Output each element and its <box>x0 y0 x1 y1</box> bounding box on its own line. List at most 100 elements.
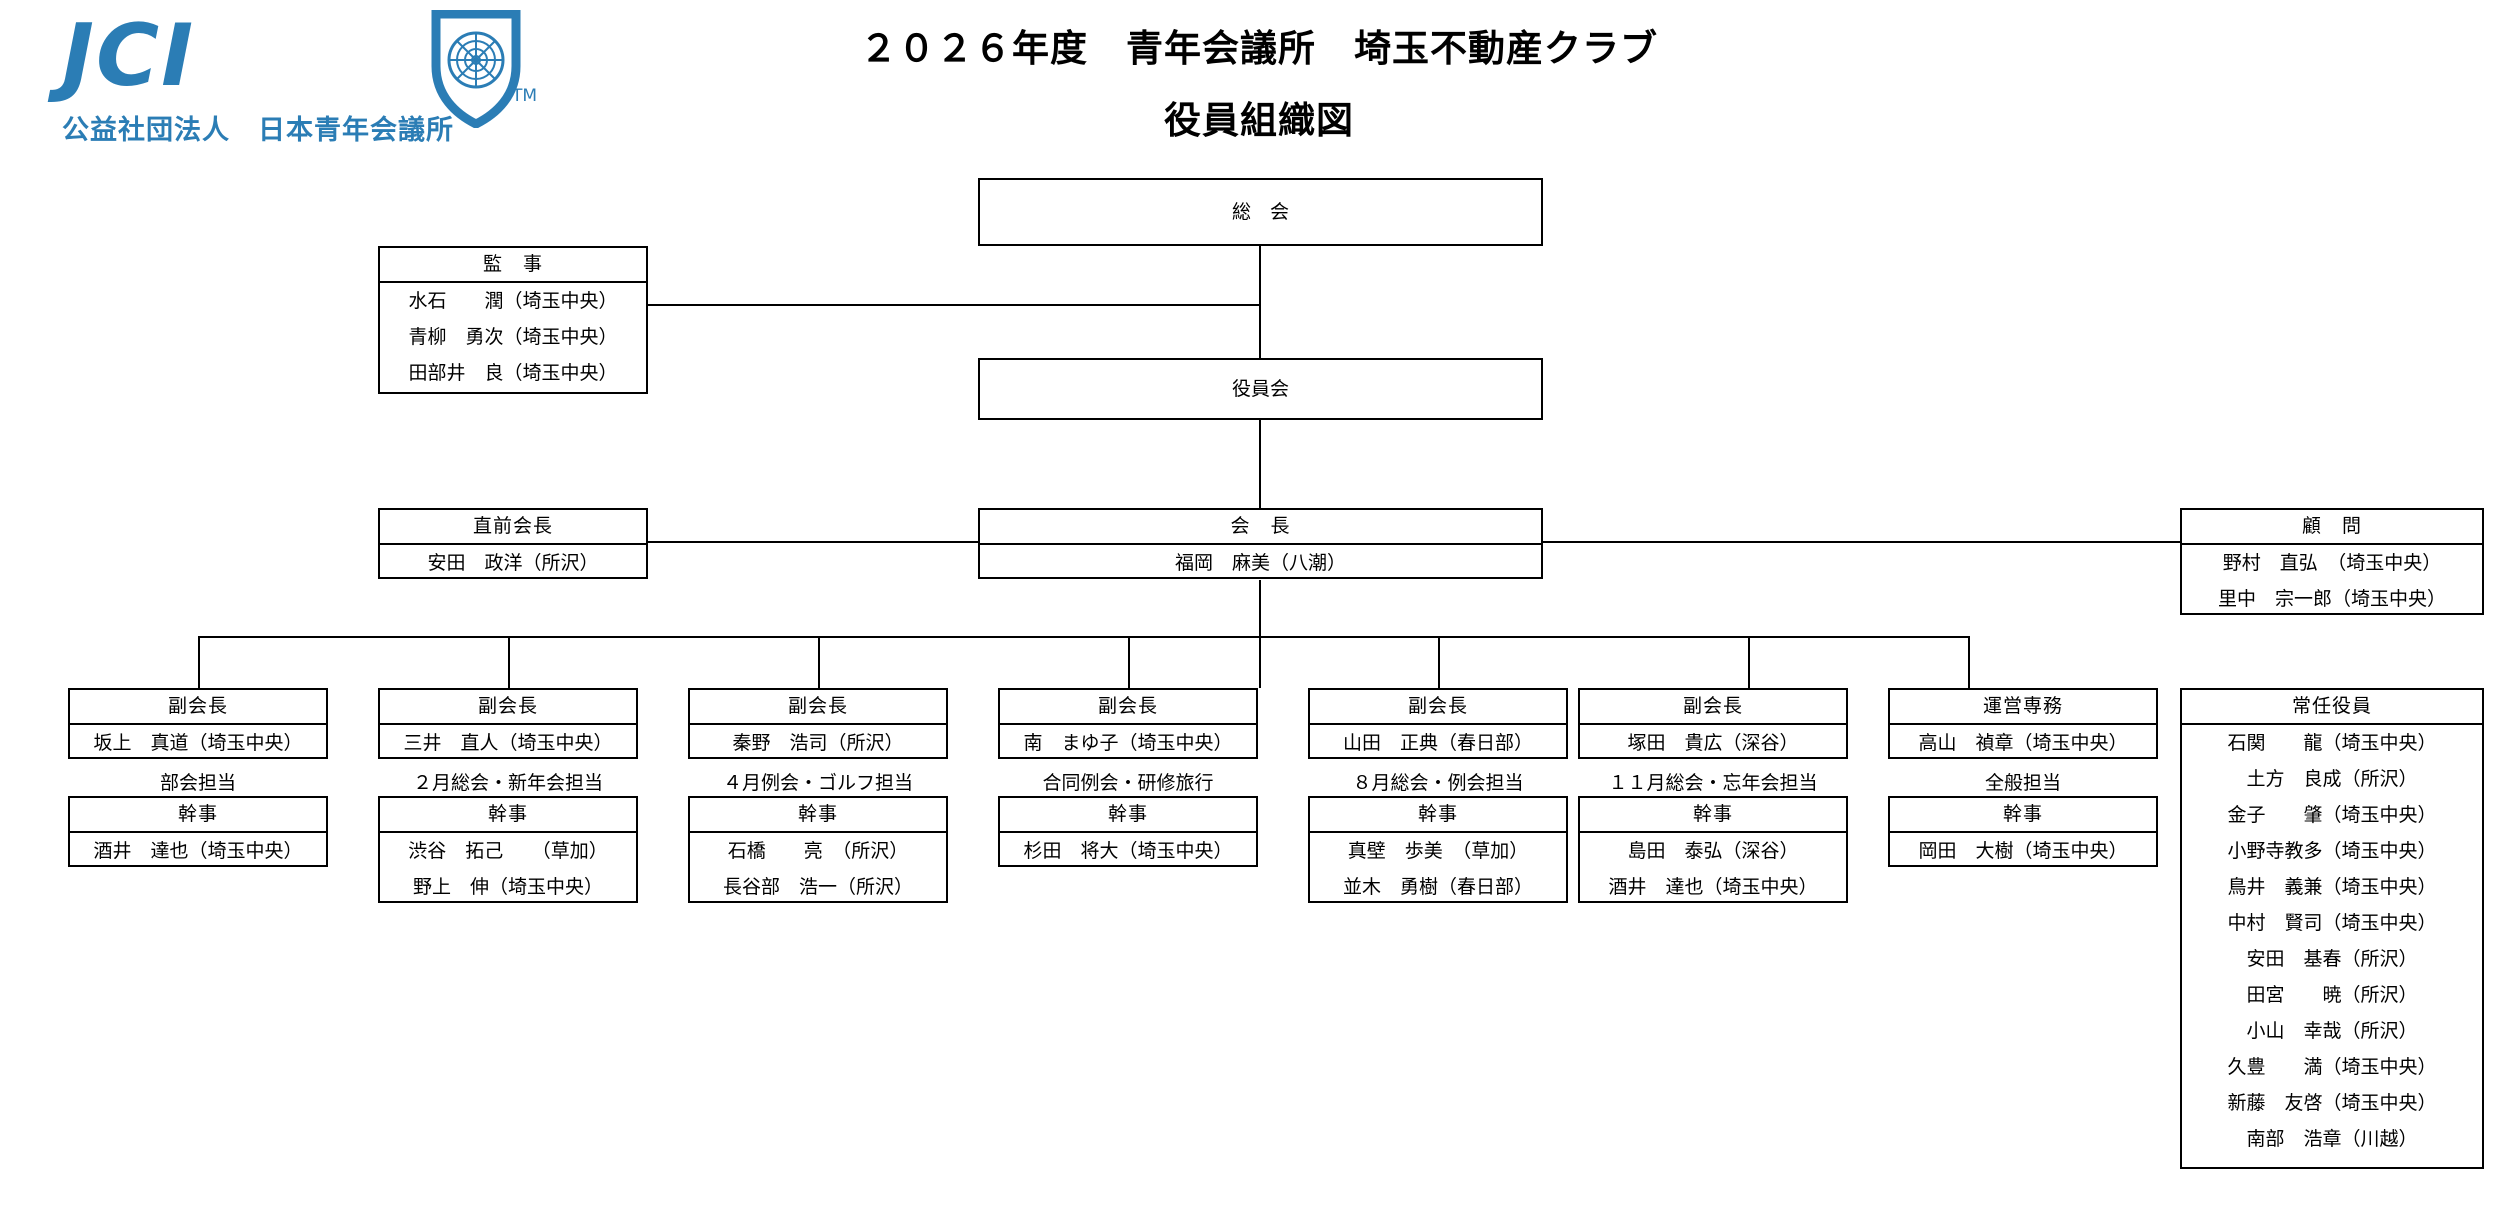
node-vice-president-1[interactable]: 副会長 坂上 真道（埼玉中央） <box>68 688 328 759</box>
page-title-line1: ２０２６年度 青年会議所 埼玉不動産クラブ <box>860 27 1658 70</box>
secretary-3-member: 長谷部 浩一（所沢） <box>722 876 913 898</box>
secretary-1-member: 酒井 達也（埼玉中央） <box>93 840 303 862</box>
secretary-7-header: 幹事 <box>1890 798 2156 833</box>
standing-officer-row: 土方 良成（所沢） <box>2246 768 2418 790</box>
connector-past-president-to-president <box>648 541 983 543</box>
node-auditors[interactable]: 監 事 水石 潤（埼玉中央） 青柳 勇次（埼玉中央） 田部井 良（埼玉中央） <box>378 246 648 394</box>
connector-drop-col-3 <box>818 636 820 688</box>
node-president[interactable]: 会 長 福岡 麻美（八潮） <box>978 508 1543 579</box>
vice-president-4-member: 南 まゆ子（埼玉中央） <box>1023 732 1233 754</box>
vice-president-5-header: 副会長 <box>1310 690 1566 725</box>
connector-drop-col-7 <box>1968 636 1970 688</box>
assignment-caption-1: 部会担当 <box>159 772 236 794</box>
connector-board-to-president <box>1259 420 1261 508</box>
standing-officer-row: 安田 基春（所沢） <box>2246 948 2418 970</box>
standing-officer-row: 久豊 満（埼玉中央） <box>2227 1056 2437 1078</box>
standing-officer-row: 新藤 友啓（埼玉中央） <box>2227 1092 2437 1114</box>
immediate-past-president-header: 直前会長 <box>380 510 646 545</box>
standing-officer-row: 小野寺教多（埼玉中央） <box>2227 840 2437 862</box>
secretary-4-header: 幹事 <box>1000 798 1256 833</box>
secretary-3-member: 石橋 亮 （所沢） <box>727 840 909 862</box>
standing-officer-row: 南部 浩章（川越） <box>2246 1128 2418 1150</box>
connector-auditors-to-trunk <box>648 304 1261 306</box>
standing-officer-row: 中村 賢司（埼玉中央） <box>2227 912 2437 934</box>
jci-shield-icon <box>430 9 522 130</box>
board-label: 役員会 <box>1231 378 1289 400</box>
vice-president-3-header: 副会長 <box>690 690 946 725</box>
jci-logo: JCI TM 公益社団法人 日本青年会議所 <box>62 6 562 146</box>
node-secretary-4[interactable]: 幹事 杉田 将大（埼玉中央） <box>998 796 1258 867</box>
node-general-assembly[interactable]: 総 会 <box>978 178 1543 246</box>
assignment-caption-4: 合同例会・研修旅行 <box>1042 772 1214 794</box>
connector-drop-col-4 <box>1128 636 1130 688</box>
vice-president-1-header: 副会長 <box>70 690 326 725</box>
assignment-caption-7: 全般担当 <box>1984 772 2061 794</box>
node-managing-director[interactable]: 運営専務 高山 禎章（埼玉中央） <box>1888 688 2158 759</box>
auditors-member: 水石 潤（埼玉中央） <box>408 290 618 312</box>
node-vice-president-6[interactable]: 副会長 塚田 貴広（深谷） <box>1578 688 1848 759</box>
general-assembly-label: 総 会 <box>1231 201 1289 223</box>
secretary-3-header: 幹事 <box>690 798 946 833</box>
secretary-2-header: 幹事 <box>380 798 636 833</box>
vice-president-3-member: 秦野 浩司（所沢） <box>732 732 904 754</box>
president-header: 会 長 <box>980 510 1541 545</box>
auditors-member: 田部井 良（埼玉中央） <box>408 362 618 384</box>
node-secretary-1[interactable]: 幹事 酒井 達也（埼玉中央） <box>68 796 328 867</box>
node-secretary-7[interactable]: 幹事 岡田 大樹（埼玉中央） <box>1888 796 2158 867</box>
vice-president-6-header: 副会長 <box>1580 690 1846 725</box>
node-secretary-5[interactable]: 幹事 真壁 歩美 （草加） 並木 勇樹（春日部） <box>1308 796 1568 903</box>
assignment-caption-6: １１月総会・忘年会担当 <box>1608 772 1818 794</box>
node-vice-president-4[interactable]: 副会長 南 まゆ子（埼玉中央） <box>998 688 1258 759</box>
secretary-5-member: 真壁 歩美 （草加） <box>1347 840 1529 862</box>
node-secretary-6[interactable]: 幹事 島田 泰弘（深谷） 酒井 達也（埼玉中央） <box>1578 796 1848 903</box>
secretary-7-member: 岡田 大樹（埼玉中央） <box>1918 840 2128 862</box>
managing-director-header: 運営専務 <box>1890 690 2156 725</box>
secretary-2-member: 野上 伸（埼玉中央） <box>412 876 603 898</box>
connector-drop-col-2 <box>508 636 510 688</box>
auditors-header: 監 事 <box>380 248 646 283</box>
connector-drop-col-1 <box>198 636 200 688</box>
assignment-caption-5: ８月総会・例会担当 <box>1352 772 1524 794</box>
immediate-past-president-member: 安田 政洋（所沢） <box>427 552 599 574</box>
secretary-6-header: 幹事 <box>1580 798 1846 833</box>
connector-horizontal-bus <box>198 636 1970 638</box>
node-secretary-2[interactable]: 幹事 渋谷 拓己 （草加） 野上 伸（埼玉中央） <box>378 796 638 903</box>
vice-president-2-member: 三井 直人（埼玉中央） <box>403 732 613 754</box>
node-vice-president-5[interactable]: 副会長 山田 正典（春日部） <box>1308 688 1568 759</box>
vice-president-2-header: 副会長 <box>380 690 636 725</box>
secretary-6-member: 酒井 達也（埼玉中央） <box>1608 876 1818 898</box>
trademark-label: TM <box>512 86 538 106</box>
standing-officer-row: 田宮 暁（所沢） <box>2246 984 2418 1006</box>
secretary-2-member: 渋谷 拓己 （草加） <box>408 840 608 862</box>
standing-officer-row: 金子 肇（埼玉中央） <box>2227 804 2437 826</box>
secretary-4-member: 杉田 将大（埼玉中央） <box>1023 840 1233 862</box>
standing-officer-row: 石関 龍（埼玉中央） <box>2227 732 2437 754</box>
advisors-member: 野村 直弘 （埼玉中央） <box>2222 552 2442 574</box>
vice-president-5-member: 山田 正典（春日部） <box>1342 732 1533 754</box>
node-immediate-past-president[interactable]: 直前会長 安田 政洋（所沢） <box>378 508 648 579</box>
vice-president-1-member: 坂上 真道（埼玉中央） <box>93 732 303 754</box>
connector-president-to-bus <box>1259 580 1261 688</box>
vice-president-4-header: 副会長 <box>1000 690 1256 725</box>
auditors-member: 青柳 勇次（埼玉中央） <box>408 326 618 348</box>
assignment-caption-3: ４月例会・ゴルフ担当 <box>722 772 913 794</box>
node-advisors[interactable]: 顧 問 野村 直弘 （埼玉中央） 里中 宗一郎（埼玉中央） <box>2180 508 2484 615</box>
connector-drop-col-5 <box>1438 636 1440 688</box>
connector-drop-col-6 <box>1748 636 1750 688</box>
node-vice-president-3[interactable]: 副会長 秦野 浩司（所沢） <box>688 688 948 759</box>
standing-officer-row: 鳥井 義兼（埼玉中央） <box>2227 876 2437 898</box>
node-secretary-3[interactable]: 幹事 石橋 亮 （所沢） 長谷部 浩一（所沢） <box>688 796 948 903</box>
node-standing-officers[interactable]: 常任役員 石関 龍（埼玉中央） 土方 良成（所沢） 金子 肇（埼玉中央） 小野寺… <box>2180 688 2484 1169</box>
secretary-6-member: 島田 泰弘（深谷） <box>1627 840 1799 862</box>
node-vice-president-2[interactable]: 副会長 三井 直人（埼玉中央） <box>378 688 638 759</box>
secretary-5-header: 幹事 <box>1310 798 1566 833</box>
jci-wordmark: JCI <box>62 6 196 106</box>
connector-president-to-advisors <box>1536 541 2180 543</box>
node-board[interactable]: 役員会 <box>978 358 1543 420</box>
secretary-1-header: 幹事 <box>70 798 326 833</box>
advisors-header: 顧 問 <box>2182 510 2482 545</box>
advisors-member: 里中 宗一郎（埼玉中央） <box>2217 588 2446 610</box>
president-member: 福岡 麻美（八潮） <box>1174 552 1346 574</box>
page-title-line2: 役員組織図 <box>1164 99 1354 142</box>
standing-officers-header: 常任役員 <box>2182 690 2482 725</box>
